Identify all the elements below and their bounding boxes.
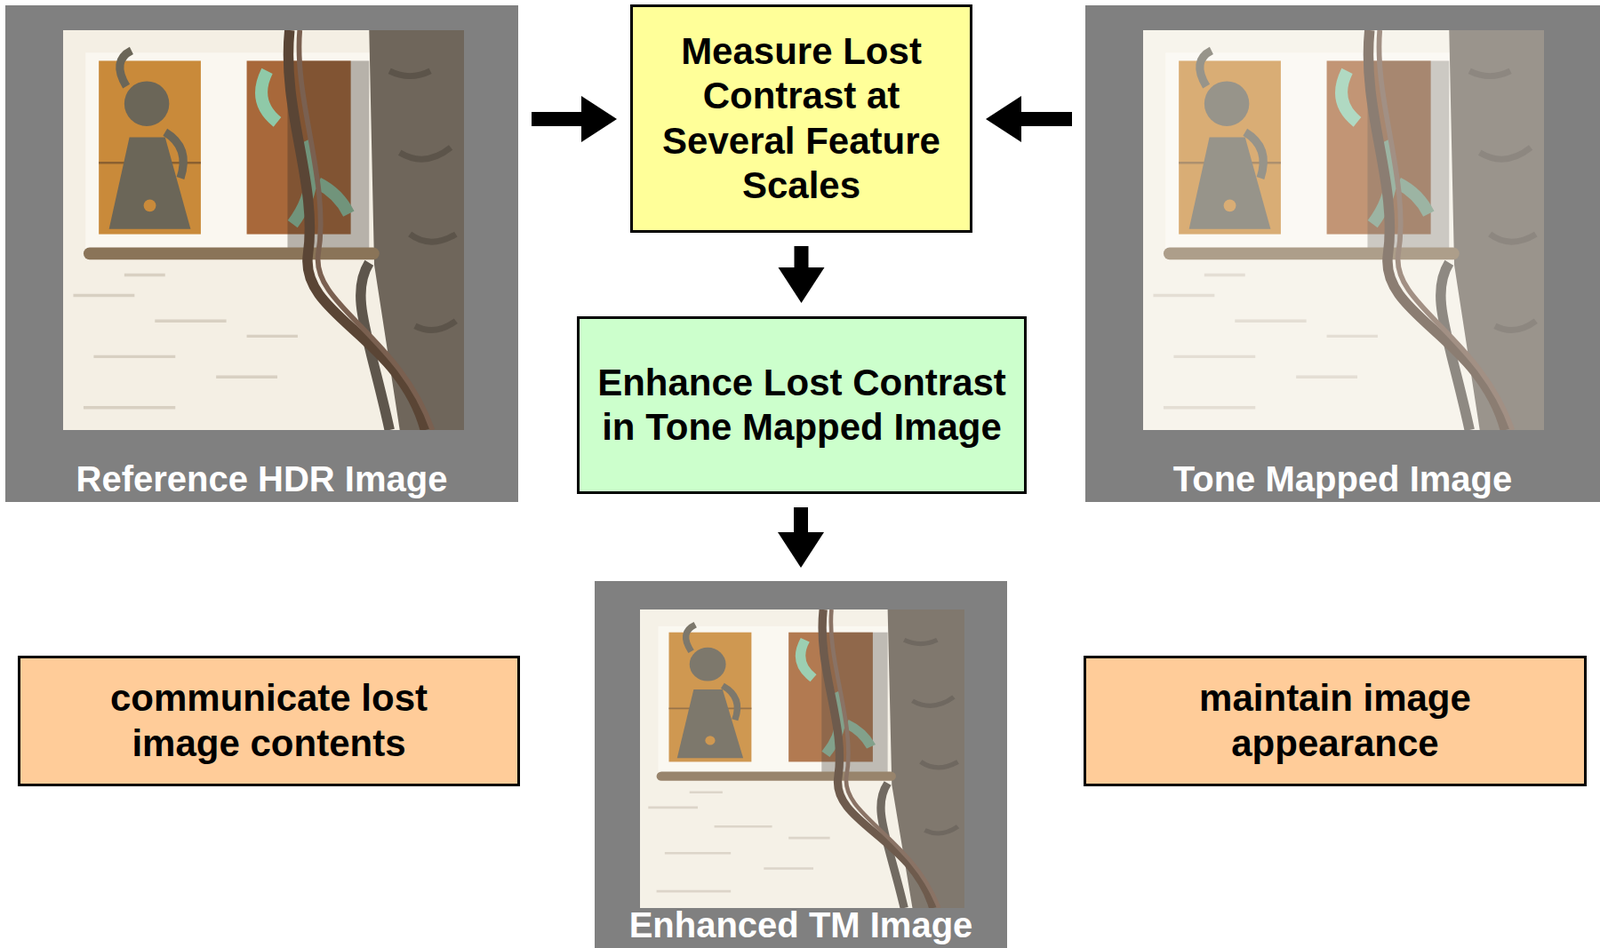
washout [1143, 30, 1544, 431]
panel-label: Reference HDR Image [76, 459, 448, 503]
washout [640, 609, 965, 909]
arrow-shaft [794, 246, 809, 270]
arrowhead [777, 532, 824, 568]
block-arrow [777, 507, 824, 568]
box-label: Enhance Lost Contrast in Tone Mapped Ima… [597, 360, 1007, 451]
arrow-shaft [1019, 112, 1072, 127]
arrow-shaft [531, 112, 584, 127]
block-arrow [985, 96, 1072, 143]
photo-content [640, 609, 965, 909]
photo-content [63, 30, 464, 431]
process-box: Enhance Lost Contrast in Tone Mapped Ima… [576, 316, 1027, 495]
process-box: maintain image appearance [1083, 656, 1587, 787]
arrowhead [581, 96, 617, 143]
box-label: Measure Lost Contrast at Several Feature… [647, 29, 956, 209]
arrowhead [778, 267, 825, 304]
panel-label: Enhanced TM Image [629, 905, 974, 948]
block-arrow [778, 246, 825, 304]
image-panel: Reference HDR Image [5, 5, 519, 503]
panel-label: Tone Mapped Image [1173, 459, 1513, 503]
box-label: communicate lost image contents [82, 676, 456, 767]
box-label: maintain image appearance [1148, 676, 1522, 767]
process-box: communicate lost image contents [17, 656, 520, 787]
image-panel: Enhanced TM Image [594, 581, 1008, 948]
arrowhead [985, 96, 1022, 143]
image-panel: Tone Mapped Image [1085, 5, 1600, 503]
arrow-shaft [793, 507, 808, 535]
hdr-photo [63, 30, 464, 431]
enhanced-photo [640, 609, 965, 909]
process-box: Measure Lost Contrast at Several Feature… [630, 4, 973, 233]
tone-mapped-photo [1143, 30, 1544, 431]
photo-content [1143, 30, 1544, 431]
block-arrow [531, 96, 617, 143]
